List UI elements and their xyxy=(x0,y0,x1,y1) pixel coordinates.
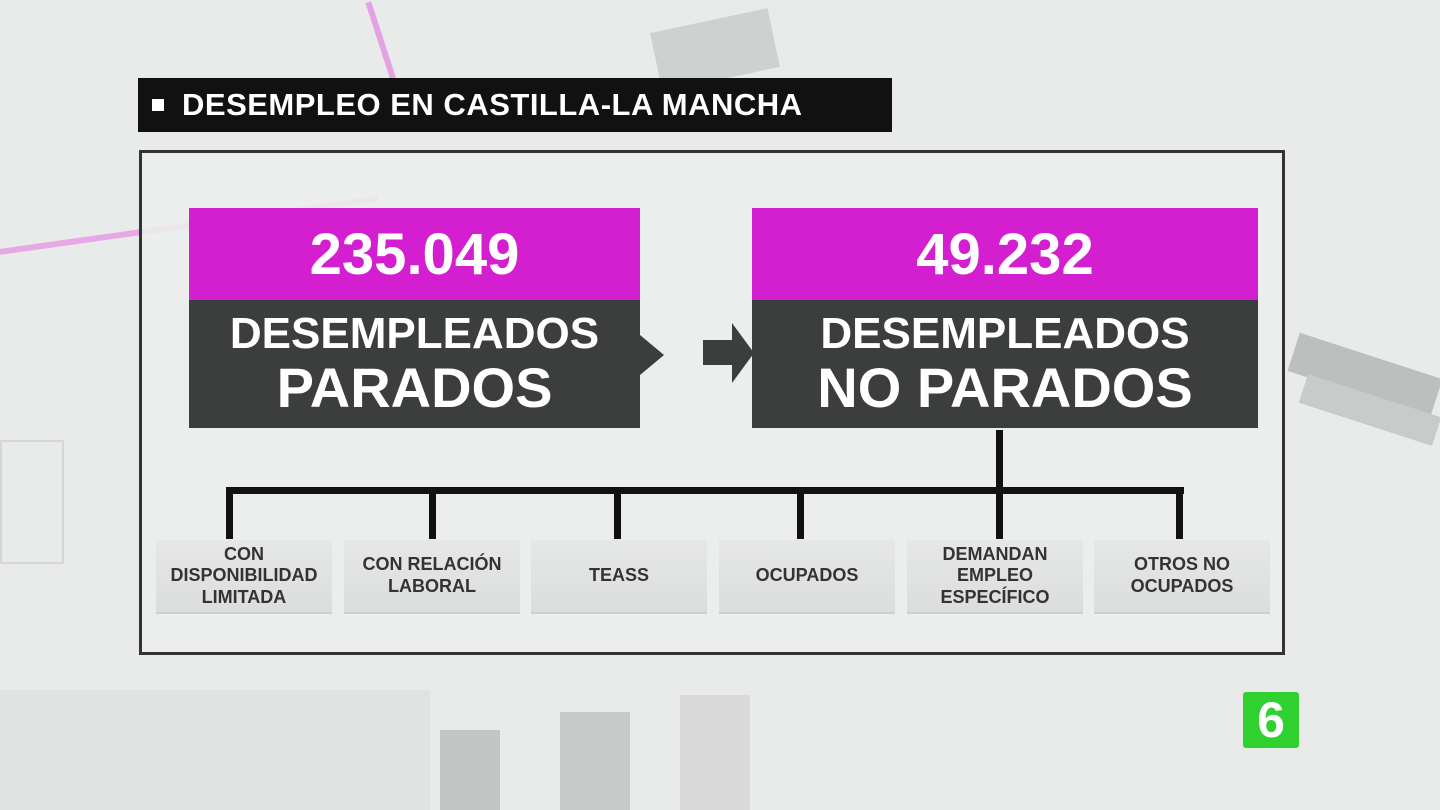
card-label: DESEMPLEADOS NO PARADOS xyxy=(752,300,1258,428)
arrow-shaft xyxy=(703,340,733,365)
card-desempleados-parados: 235.049 DESEMPLEADOS PARADOS xyxy=(189,208,640,428)
tree-branch xyxy=(226,487,1184,494)
card-pointer xyxy=(640,335,664,375)
category-label: OCUPADOS xyxy=(755,565,859,586)
category-demandan-empleo-especifico: DEMANDAN EMPLEO ESPECÍFICO xyxy=(907,540,1083,614)
category-con-disponibilidad-limitada: CON DISPONIBILIDAD LIMITADA xyxy=(156,540,332,614)
category-label: DEMANDAN EMPLEO ESPECÍFICO xyxy=(940,543,1050,607)
card-number: 235.049 xyxy=(189,208,640,300)
category-label: CON DISPONIBILIDAD LIMITADA xyxy=(170,543,318,607)
category-otros-no-ocupados: OTROS NO OCUPADOS xyxy=(1094,540,1270,614)
card-label: DESEMPLEADOS PARADOS xyxy=(189,300,640,428)
card-label-line1: DESEMPLEADOS xyxy=(229,309,600,358)
card-label-line2: NO PARADOS xyxy=(817,355,1193,419)
tree-drop xyxy=(996,487,1003,539)
category-teass: TEASS xyxy=(531,540,707,614)
card-label-line1: DESEMPLEADOS xyxy=(820,309,1190,358)
tree-drop xyxy=(429,487,436,539)
category-label: TEASS xyxy=(588,565,649,586)
category-label: CON RELACIÓN LABORAL xyxy=(362,554,502,596)
title-bar: DESEMPLEO EN CASTILLA-LA MANCHA xyxy=(138,78,892,132)
title-text: DESEMPLEO EN CASTILLA-LA MANCHA xyxy=(182,87,803,122)
category-ocupados: OCUPADOS xyxy=(719,540,895,614)
tree-drop xyxy=(226,487,233,539)
arrow-right-icon xyxy=(732,323,754,383)
card-number: 49.232 xyxy=(752,208,1258,300)
bg-panel xyxy=(0,690,430,810)
tree-drop xyxy=(797,487,804,539)
card-desempleados-no-parados: 49.232 DESEMPLEADOS NO PARADOS xyxy=(752,208,1258,428)
tree-drop xyxy=(614,487,621,539)
title-bullet xyxy=(152,99,164,111)
bg-bar xyxy=(440,730,500,810)
category-con-relacion-laboral: CON RELACIÓN LABORAL xyxy=(344,540,520,614)
channel-logo-text: 6 xyxy=(1257,692,1285,748)
channel-logo: 6 xyxy=(1243,692,1299,748)
bg-bar xyxy=(680,695,750,810)
bg-outline xyxy=(0,440,64,564)
card-label-line2: PARADOS xyxy=(276,355,553,419)
bg-bar xyxy=(560,712,630,810)
tree-trunk xyxy=(996,430,1003,494)
category-label: OTROS NO OCUPADOS xyxy=(1130,554,1234,596)
tree-drop xyxy=(1176,487,1183,539)
